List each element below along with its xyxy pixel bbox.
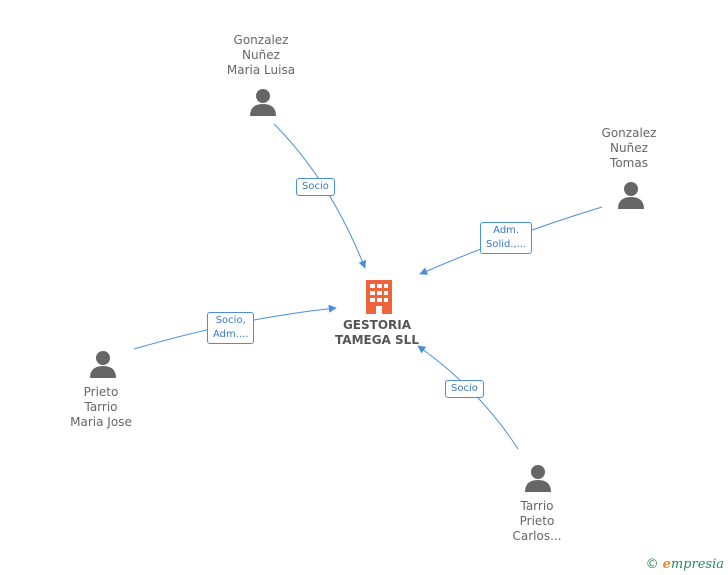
person-name-line: Tomas [610,156,648,170]
person-icon[interactable] [618,182,644,209]
edge-label-p3[interactable]: Socio, Adm.... [207,312,255,344]
person-name-line: Gonzalez [601,126,657,140]
person-name-line: Tarrio [520,499,554,513]
brand-e: e [662,557,671,572]
person-name-line: Maria Jose [70,415,132,429]
person-icon[interactable] [525,465,551,492]
person-name-line: Nuñez [242,48,280,62]
edge-label-line: Socio [302,181,329,192]
person-name-line: Prieto [83,385,119,399]
person-name-line: Prieto [519,514,555,528]
empresia-logo[interactable]: ©empresia [646,557,724,572]
person-name-line: Gonzalez [233,33,289,47]
edge-label-p4[interactable]: Socio [445,380,484,398]
person-name-line: Nuñez [610,141,648,155]
edge-label-p2[interactable]: Adm. Solid.,... [480,222,533,254]
brand-name: mpresia [670,557,724,572]
edge-label-line: Adm.... [213,329,249,340]
person-icon[interactable] [90,351,116,378]
person-name-line: Carlos... [512,529,562,543]
person-icon[interactable] [250,89,276,116]
edge-label-line: Socio [451,383,478,394]
company-name-line2: TAMEGA SLL [335,333,419,347]
person-label-p2[interactable]: Gonzalez Nuñez Tomas [602,126,657,171]
person-label-p3[interactable]: Prieto Tarrio Maria Jose [70,385,132,430]
edge-label-line: Socio, [215,315,246,326]
company-name-line1: GESTORIA [342,318,412,332]
edge-label-line: Adm. [493,225,520,236]
company-name[interactable]: GESTORIA TAMEGA SLL [335,318,419,348]
person-label-p1[interactable]: Gonzalez Nuñez Maria Luisa [227,33,295,78]
edge-label-p1[interactable]: Socio [296,178,335,196]
person-name-line: Tarrio [84,400,118,414]
building-icon [366,280,392,314]
copyright-icon: © [645,557,659,572]
edge-line-p1 [273,123,367,269]
person-name-line: Maria Luisa [226,63,296,77]
person-label-p4[interactable]: Tarrio Prieto Carlos... [512,499,561,544]
edge-label-line: Solid.,... [486,239,527,250]
